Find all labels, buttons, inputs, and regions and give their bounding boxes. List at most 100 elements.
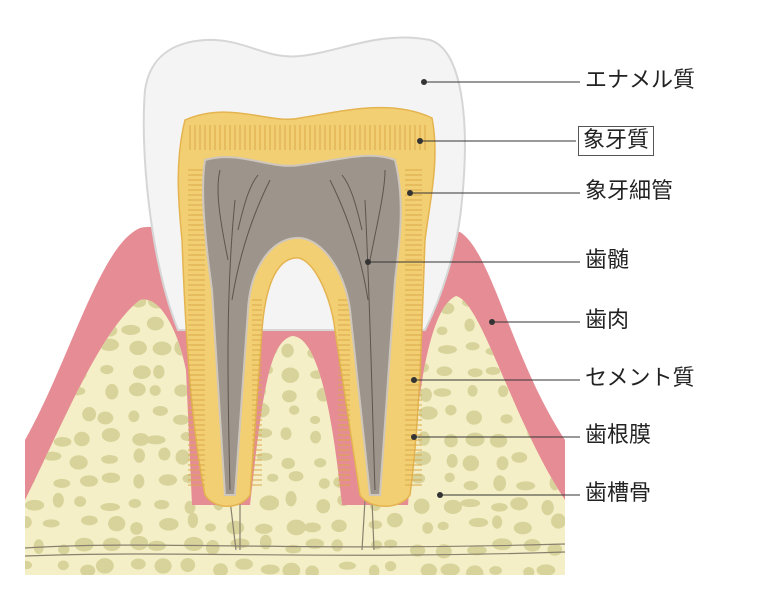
bone-spot [130,558,146,570]
bone-spot [133,448,145,463]
label-periodontal-ligament: 歯根膜 [585,423,652,448]
label-alveolar-bone: 歯槽骨 [585,481,652,506]
bone-spot [280,427,292,440]
bone-spot [433,388,452,397]
bone-spot [100,503,121,512]
bone-spot [132,433,150,446]
bone-spot [368,520,383,529]
bone-spot [180,557,196,573]
bone-spot [152,405,168,416]
bone-spot [25,380,37,397]
bone-spot [466,565,484,575]
bone-spot [128,498,142,509]
bone-spot [69,455,88,470]
bone-spot [368,564,380,575]
bone-spot [314,458,327,468]
bone-spot [500,414,513,424]
bone-spot [466,410,482,425]
bone-spot [549,342,562,356]
bone-spot [174,384,190,397]
bone-spot [520,318,532,334]
bone-spot [30,367,45,384]
bone-spot [331,519,347,533]
bone-spot [100,364,114,375]
bone-spot [152,341,172,356]
bone-spot [80,564,96,575]
bone-spot [467,385,478,397]
bone-spot [444,472,455,483]
bone-spot [546,296,560,306]
leader-dot-periodontal-ligament [411,434,417,440]
bone-spot [255,523,273,534]
bone-spot [316,499,331,514]
bone-spot [491,502,508,512]
bone-spot [489,433,508,448]
bone-spot [184,536,204,552]
bone-spot [57,560,69,571]
bone-spot [51,297,63,313]
bone-spot [128,382,146,397]
bone-spot [175,449,190,465]
label-cementum: セメント質 [585,366,695,391]
bone-spot [97,411,114,425]
bone-spot [496,456,509,471]
bone-spot [523,566,535,575]
bone-spot [318,478,330,489]
bone-spot [132,365,151,380]
bone-spot [498,385,509,398]
bone-spot [465,342,480,351]
bone-spot [513,521,532,535]
bone-spot [519,341,534,352]
bone-spot [411,473,426,484]
bone-spot [172,414,190,425]
bone-spot [101,454,118,464]
bone-spot [516,481,536,491]
bone-spot [105,383,119,400]
bone-spot [303,522,321,533]
bone-spot [468,517,489,528]
bone-spot [282,390,297,403]
bone-spot [26,300,38,311]
bone-spot [146,316,164,331]
bone-spot [437,521,449,531]
leader-dot-gingiva [489,319,495,325]
bone-spot [384,539,398,549]
bone-spot [413,451,432,466]
bone-spot [282,562,301,575]
bone-spot [445,404,457,416]
bone-spot [523,302,541,316]
bone-spot [436,366,453,377]
bone-spot [289,405,300,415]
bone-spot [49,326,60,338]
bone-spot [158,447,171,461]
bone-spot [510,497,528,511]
bone-spot [58,544,70,555]
bone-spot [492,515,503,529]
bone-spot [101,472,121,484]
bone-spot [213,563,228,575]
leader-dot-pulp [365,259,371,265]
bone-spot [74,496,87,507]
bone-spot [417,431,430,446]
bone-spot [260,564,280,575]
bone-spot [154,499,170,510]
bone-spot [154,558,172,574]
leader-dot-cementum [411,377,417,383]
leader-dot-enamel [421,79,427,85]
dentinal-tubules [188,125,426,486]
bone-spot [511,452,528,463]
bone-spot [130,522,143,535]
bone-spot [371,540,383,550]
leader-dot-dentin [417,138,423,144]
bone-spot [108,516,126,532]
label-pulp: 歯髄 [585,248,630,273]
bone-spot [53,478,71,488]
bone-spot [413,498,430,514]
leader-lines [365,79,580,498]
bone-spot [551,513,565,529]
bone-spot [437,345,457,354]
bone-spot [226,520,245,535]
leader-dot-alveolar-bone [437,492,443,498]
bone-spot [462,455,480,472]
